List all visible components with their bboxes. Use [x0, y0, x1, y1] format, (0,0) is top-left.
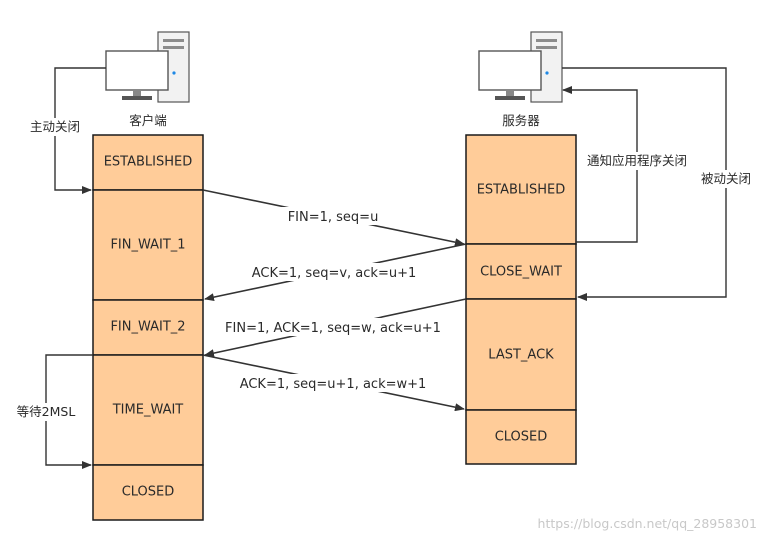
server-state-last-ack [465, 298, 577, 411]
server-state-label: CLOSE_WAIT [480, 265, 562, 280]
message-label: FIN=1, seq=u [288, 210, 379, 225]
side-label-bg [22, 118, 88, 136]
message-label-bg [248, 263, 420, 281]
message-label: ACK=1, seq=v, ack=u+1 [252, 266, 417, 281]
client-state-label: FIN_WAIT_2 [110, 320, 185, 335]
server-state-column: ESTABLISHED CLOSE_WAIT LAST_ACK CLOSED [465, 134, 577, 465]
client-state-established [92, 134, 204, 191]
message-label-bg [235, 374, 431, 392]
server-title: 服务器 [502, 113, 540, 128]
active-close-label: 主动关闭 [30, 119, 80, 134]
client-state-label: ESTABLISHED [104, 155, 193, 170]
watermark: https://blog.csdn.net/qq_28958301 [538, 516, 757, 531]
server-computer-icon [478, 31, 563, 103]
client-state-fin-wait-1 [92, 189, 204, 301]
client-state-time-wait [92, 354, 204, 466]
client-title: 客户端 [129, 113, 167, 128]
server-state-closed [465, 409, 577, 465]
notify-app-close-label: 通知应用程序关闭 [587, 153, 687, 168]
client-state-label: FIN_WAIT_1 [110, 238, 185, 253]
message-label-bg [280, 207, 386, 225]
server-state-label: ESTABLISHED [477, 183, 566, 198]
message-label: FIN=1, ACK=1, seq=w, ack=u+1 [225, 321, 441, 336]
server-state-label: LAST_ACK [488, 348, 554, 363]
passive-close-label: 被动关闭 [701, 171, 751, 186]
client-state-column: ESTABLISHED FIN_WAIT_1 FIN_WAIT_2 TIME_W… [92, 134, 204, 521]
wait-2msl-label: 等待2MSL [17, 404, 76, 419]
message-label: ACK=1, seq=u+1, ack=w+1 [240, 377, 427, 392]
client-state-label: CLOSED [122, 485, 175, 500]
side-label-bg [578, 152, 698, 170]
client-computer-icon [105, 31, 190, 103]
client-state-label: TIME_WAIT [112, 403, 184, 418]
server-state-established [465, 134, 577, 245]
client-state-closed [92, 464, 204, 521]
side-label-bg [10, 403, 82, 421]
side-label-bg [696, 170, 758, 188]
server-state-label: CLOSED [495, 430, 548, 445]
message-label-bg [218, 318, 448, 336]
